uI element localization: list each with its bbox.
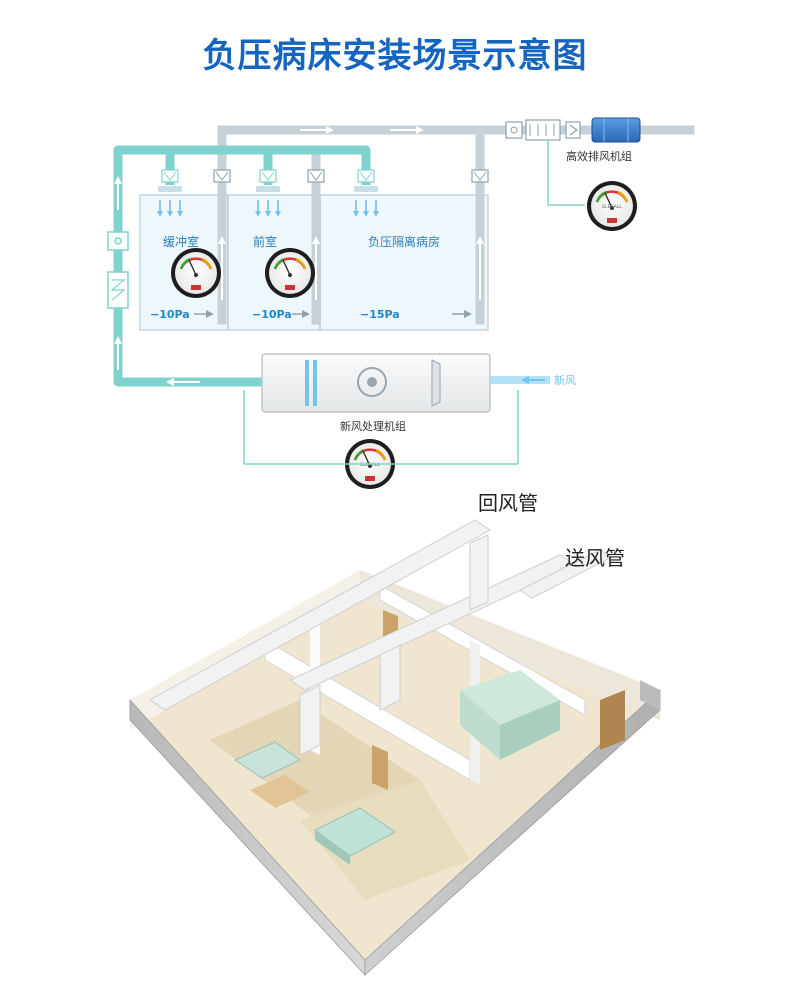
room-name-buffer: 缓冲室 — [163, 234, 199, 249]
svg-text:ELECALL: ELECALL — [360, 462, 380, 468]
room-name-isolation: 负压隔离病房 — [368, 234, 440, 249]
fan-icon — [357, 367, 387, 397]
exhaust-unit-label: 高效排风机组 — [566, 149, 632, 163]
room-pressure-isolation: −15Pa — [360, 308, 400, 321]
page-title: 负压病床安装场景示意图 — [202, 36, 588, 76]
pressure-gauge-anteroom — [263, 246, 317, 300]
room-pressure-anteroom: −10Pa — [252, 308, 292, 321]
fresh-air-inlet-label: 新风 — [554, 373, 576, 387]
room-pressure-buffer: −10Pa — [150, 308, 190, 321]
supply-duct-label: 送风管 — [565, 546, 625, 570]
fresh-air-unit-label: 新风处理机组 — [340, 419, 406, 433]
room-name-anteroom: 前室 — [253, 234, 277, 249]
pressure-gauge-buffer — [169, 246, 223, 300]
svg-text:ELECALL: ELECALL — [602, 204, 622, 210]
return-duct-label: 回风管 — [478, 491, 538, 515]
